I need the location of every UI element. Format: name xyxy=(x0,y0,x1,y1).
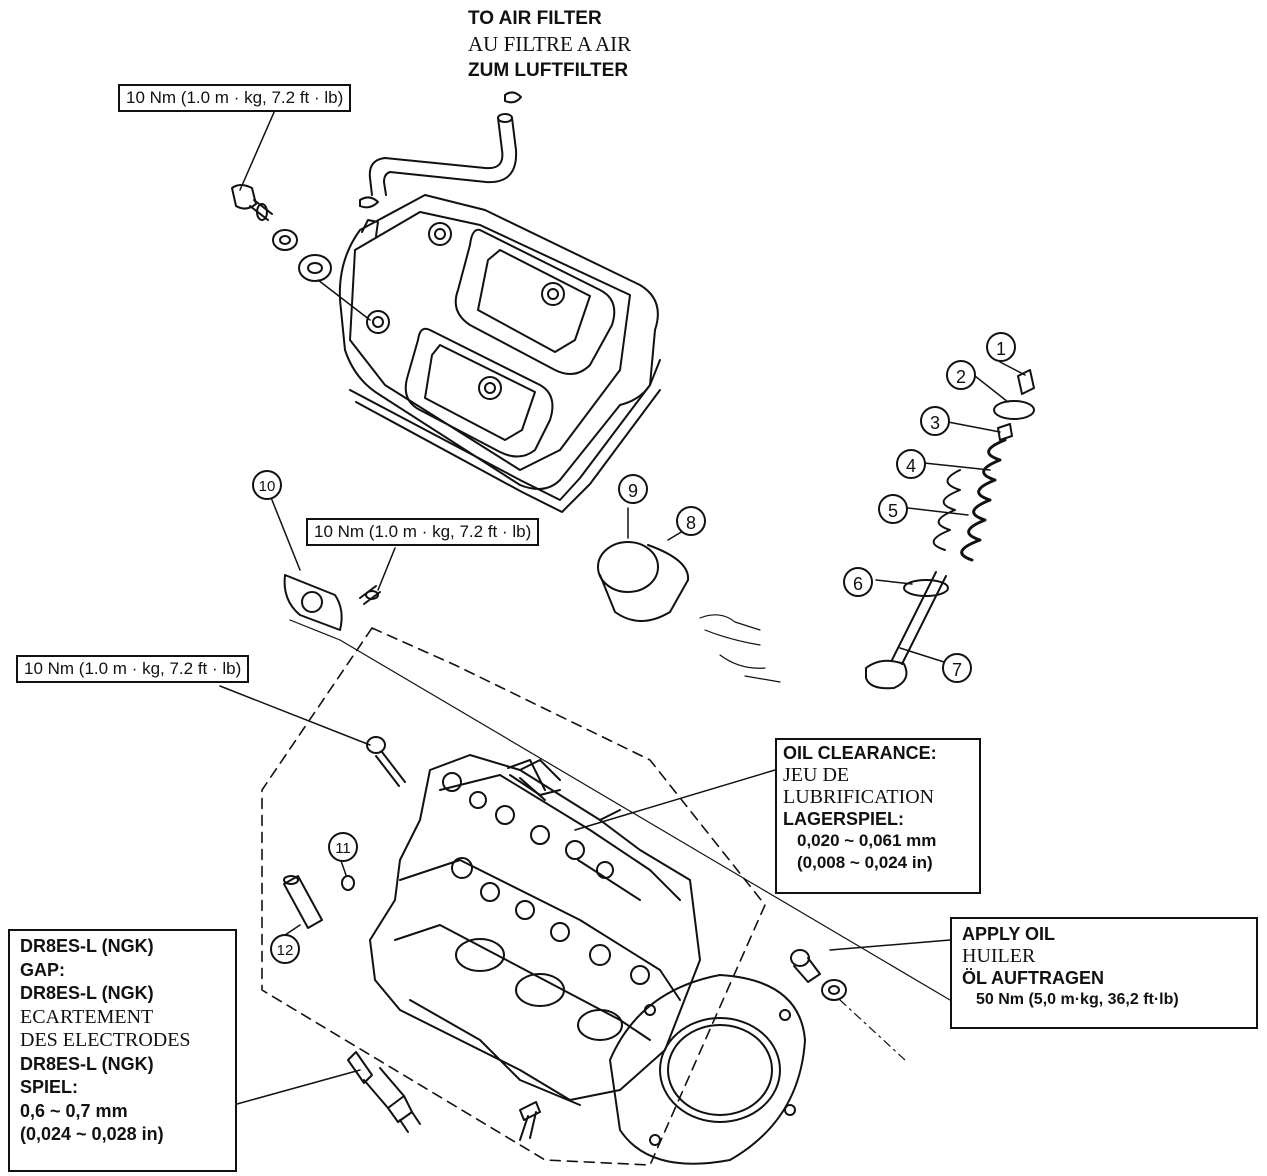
oil-clearance-fr2: LUBRIFICATION xyxy=(783,786,935,808)
callout-7: 7 xyxy=(942,653,972,683)
valve-assembly xyxy=(865,369,1035,690)
callout-12: 12 xyxy=(270,934,300,964)
oil-clearance-in: (0,008 ~ 0,024 in) xyxy=(797,853,933,872)
callout-4: 4 xyxy=(896,449,926,479)
spark-plug-fr-plug: DR8ES-L (NGK) xyxy=(20,983,154,1003)
cam-cap xyxy=(597,541,690,622)
dowel-pin xyxy=(283,875,323,929)
head-bolt xyxy=(366,736,546,801)
oil-clearance-mm: 0,020 ~ 0,061 mm xyxy=(797,831,937,850)
torque-box-bracket-bolt: 10 Nm (1.0 m · kg, 7.2 ft · lb) xyxy=(306,518,540,546)
bottom-bolt xyxy=(519,1101,541,1141)
breather-hose xyxy=(359,91,522,209)
cylinder-head-cover xyxy=(338,194,661,513)
spark-plug xyxy=(347,1051,421,1133)
spark-plug-en-plug: DR8ES-L (NGK) xyxy=(20,936,154,956)
spark-plug-box: DR8ES-L (NGK) GAP: DR8ES-L (NGK) ECARTEM… xyxy=(8,929,237,1172)
head-dashed-outline xyxy=(261,627,766,1166)
cover-bolt-washers xyxy=(231,184,371,321)
spark-plug-mm: 0,6 ~ 0,7 mm xyxy=(20,1100,128,1121)
oil-clearance-fr1: JEU DE xyxy=(783,764,850,786)
torque-box-cover-bolt: 10 Nm (1.0 m · kg, 7.2 ft · lb) xyxy=(118,84,352,112)
apply-oil-box: APPLY OIL HUILER ÖL AUFTRAGEN 50 Nm (5,0… xyxy=(950,917,1258,1029)
air-filter-label-fr: AU FILTRE A AIR xyxy=(468,32,632,56)
head-gasket xyxy=(609,974,806,1165)
o-ring xyxy=(341,875,355,891)
callout-3: 3 xyxy=(920,406,950,436)
apply-oil-fr: HUILER xyxy=(962,945,1036,967)
apply-oil-de: ÖL AUFTRAGEN xyxy=(962,968,1104,988)
spark-plug-fr-gap1: ECARTEMENT xyxy=(20,1005,154,1028)
apply-oil-en: APPLY OIL xyxy=(962,924,1056,944)
air-filter-label-en: TO AIR FILTER xyxy=(468,8,602,29)
callout-10: 10 xyxy=(252,470,282,500)
callout-2: 2 xyxy=(946,360,976,390)
callout-6: 6 xyxy=(843,567,873,597)
spark-plug-de-gap: SPIEL: xyxy=(20,1077,79,1097)
spark-plug-de-plug: DR8ES-L (NGK) xyxy=(20,1053,154,1074)
oil-clearance-de: LAGERSPIEL: xyxy=(783,809,905,829)
callout-1: 1 xyxy=(986,332,1016,362)
spark-plug-in: (0,024 ~ 0,028 in) xyxy=(20,1124,164,1144)
bracket xyxy=(283,574,951,1001)
oil-plug xyxy=(790,949,906,1061)
spark-plug-fr-gap2: DES ELECTRODES xyxy=(20,1029,191,1051)
apply-oil-torque: 50 Nm (5,0 m·kg, 36,2 ft·lb) xyxy=(976,991,1179,1008)
air-filter-label-de: ZUM LUFTFILTER xyxy=(468,60,629,81)
leader-lines xyxy=(219,109,1026,1105)
dowel-sketch xyxy=(699,614,781,683)
oil-clearance-en: OIL CLEARANCE: xyxy=(783,743,937,763)
torque-box-head-bolt: 10 Nm (1.0 m · kg, 7.2 ft · lb) xyxy=(16,655,250,683)
oil-clearance-box: OIL CLEARANCE: JEU DE LUBRIFICATION LAGE… xyxy=(775,738,981,894)
callout-8: 8 xyxy=(676,506,706,536)
callout-11: 11 xyxy=(328,832,358,862)
callout-9: 9 xyxy=(618,474,648,504)
spark-plug-en-gap: GAP: xyxy=(20,959,65,980)
callout-5: 5 xyxy=(878,494,908,524)
